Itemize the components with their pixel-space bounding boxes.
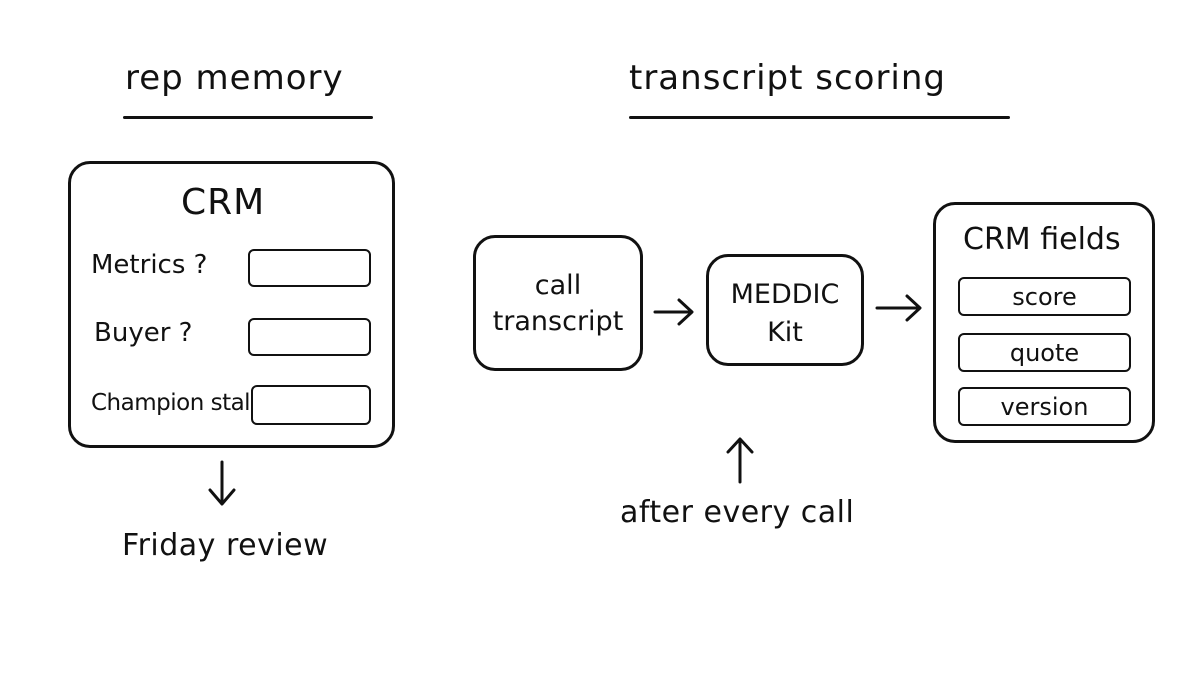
meddic-kit-line1: MEDDIC [730, 279, 840, 310]
rep-memory-underline [123, 116, 373, 119]
crm-field-metrics-box[interactable] [248, 249, 371, 287]
down-arrow-icon [208, 460, 236, 506]
right-arrow-icon-1 [653, 298, 694, 326]
up-arrow-icon [726, 437, 754, 484]
crm-fields-quote[interactable]: quote [958, 333, 1131, 372]
after-every-call-label: after every call [620, 495, 855, 530]
call-transcript-line2: transcript [492, 306, 624, 337]
crm-field-label-champion: Champion stale [91, 390, 264, 416]
transcript-scoring-underline [629, 116, 1010, 119]
meddic-kit-text: MEDDIC Kit [706, 276, 864, 352]
crm-fields-version[interactable]: version [958, 387, 1131, 426]
call-transcript-box [473, 235, 643, 371]
crm-fields-version-label: version [1000, 392, 1089, 421]
crm-field-label-metrics: Metrics ? [91, 250, 208, 280]
friday-review-label: Friday review [122, 528, 329, 563]
meddic-kit-line2: Kit [767, 317, 803, 348]
crm-fields-score-label: score [1012, 282, 1077, 311]
crm-fields-title: CRM fields [963, 222, 1121, 257]
crm-field-label-buyer: Buyer ? [94, 318, 193, 348]
crm-field-champion-box[interactable] [251, 385, 371, 425]
crm-fields-quote-label: quote [1009, 338, 1080, 367]
transcript-scoring-heading: transcript scoring [629, 58, 947, 98]
right-arrow-icon-2 [875, 294, 922, 322]
call-transcript-text: call transcript [473, 268, 643, 340]
rep-memory-heading: rep memory [125, 58, 344, 98]
call-transcript-line1: call [534, 270, 582, 301]
crm-field-buyer-box[interactable] [248, 318, 371, 356]
meddic-kit-box [706, 254, 864, 366]
crm-box-title: CRM [181, 182, 266, 223]
crm-fields-score[interactable]: score [958, 277, 1131, 316]
